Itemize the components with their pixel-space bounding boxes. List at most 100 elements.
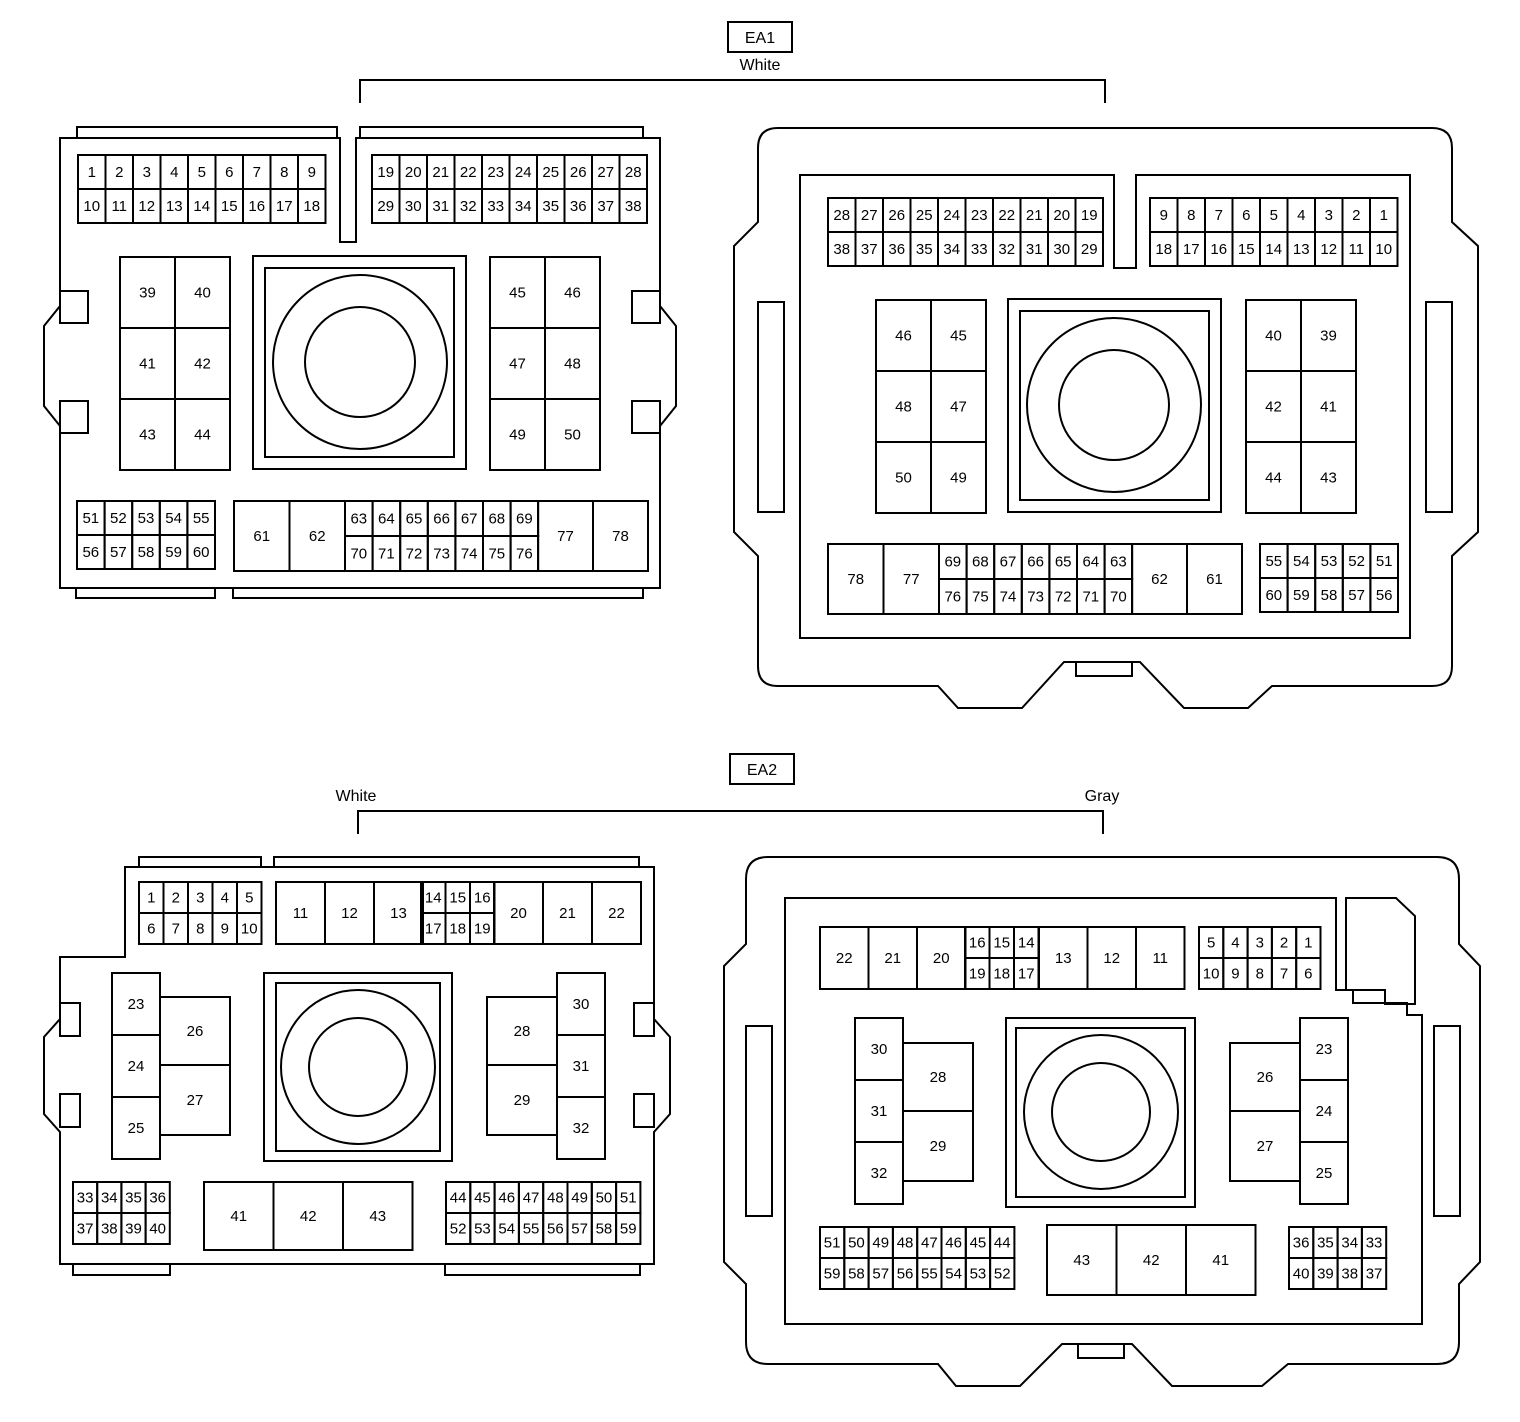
pin-number: 65 <box>1055 554 1072 571</box>
pin-cavity-29: 29 <box>371 188 401 224</box>
pin-number: 4 <box>170 164 178 181</box>
pin-cavity-70: 70 <box>344 535 374 572</box>
pin-cavity-10: 10 <box>1369 231 1399 267</box>
pin-cavity-5: 5 <box>1198 926 1225 959</box>
pin-cavity-27: 27 <box>1229 1110 1301 1182</box>
pin-number: 13 <box>1293 241 1310 258</box>
pin-number: 19 <box>1081 207 1098 224</box>
pin-cavity-54: 54 <box>158 500 189 536</box>
pin-number: 51 <box>620 1190 637 1207</box>
pin-cavity-56: 56 <box>76 534 106 570</box>
ea1-header: EA1 White <box>359 21 1106 103</box>
pin-number: 16 <box>474 890 491 907</box>
pin-number: 23 <box>487 164 504 181</box>
pin-number: 53 <box>474 1221 491 1238</box>
pin-number: 53 <box>138 510 155 527</box>
pin-number: 59 <box>620 1221 637 1238</box>
pin-cavity-57: 57 <box>867 1257 894 1290</box>
pin-cavity-8: 8 <box>269 154 299 190</box>
pin-number: 2 <box>1280 935 1288 952</box>
pin-number: 9 <box>308 164 316 181</box>
pin-cavity-14: 14 <box>1013 926 1040 959</box>
pin-number: 18 <box>449 921 466 938</box>
pin-cavity-68: 68 <box>482 500 512 537</box>
pin-number: 55 <box>1265 553 1282 570</box>
pin-cavity-19: 19 <box>1074 197 1104 233</box>
pin-cavity-22: 22 <box>591 881 642 945</box>
pin-number: 25 <box>1316 1165 1333 1182</box>
pin-number: 46 <box>945 1235 962 1252</box>
pin-number: 34 <box>515 198 532 215</box>
pin-cavity-25: 25 <box>909 197 939 233</box>
pin-cavity-1: 1 <box>1295 926 1322 959</box>
pin-number: 62 <box>1151 571 1168 588</box>
pin-number: 41 <box>1320 399 1337 416</box>
pin-number: 32 <box>460 198 477 215</box>
pin-number: 47 <box>523 1190 540 1207</box>
pin-cavity-50: 50 <box>544 398 601 471</box>
pin-cavity-39: 39 <box>1300 299 1357 372</box>
pin-number: 14 <box>1265 241 1282 258</box>
pin-number: 2 <box>172 890 180 907</box>
pin-cavity-29: 29 <box>1074 231 1104 267</box>
pin-cavity-27: 27 <box>854 197 884 233</box>
pin-cavity-39: 39 <box>119 256 176 329</box>
pin-number: 75 <box>972 589 989 606</box>
pin-number: 68 <box>488 511 505 528</box>
pin-number: 2 <box>1352 207 1360 224</box>
pin-cavity-25: 25 <box>536 154 566 190</box>
pin-cavity-32: 32 <box>854 1141 904 1205</box>
pin-cavity-34: 34 <box>96 1181 123 1214</box>
pin-cavity-30: 30 <box>556 972 606 1036</box>
pin-cavity-43: 43 <box>1046 1224 1118 1296</box>
pin-cavity-78: 78 <box>827 543 885 615</box>
pin-cavity-3: 3 <box>1246 926 1273 959</box>
pin-number: 51 <box>82 510 99 527</box>
pin-cavity-77: 77 <box>882 543 940 615</box>
ea1-right-connector <box>733 127 1479 709</box>
pin-cavity-75: 75 <box>482 535 512 572</box>
pin-number: 11 <box>1348 241 1364 258</box>
pin-cavity-16: 16 <box>964 926 991 959</box>
pin-cavity-57: 57 <box>103 534 134 570</box>
ea1-left-connector <box>43 126 677 599</box>
ea1-label-box <box>727 21 793 53</box>
pin-cavity-4: 4 <box>159 154 189 190</box>
pin-number: 77 <box>557 528 574 545</box>
pin-number: 32 <box>573 1120 590 1137</box>
pin-number: 8 <box>196 921 204 938</box>
pin-number: 61 <box>1206 571 1223 588</box>
pin-cavity-24: 24 <box>937 197 967 233</box>
pin-cavity-16: 16 <box>469 881 496 914</box>
pin-number: 57 <box>1348 587 1365 604</box>
pin-cavity-41: 41 <box>119 327 176 400</box>
pin-cavity-12: 12 <box>1314 231 1344 267</box>
pin-cavity-58: 58 <box>1314 577 1344 613</box>
pin-cavity-45: 45 <box>469 1181 496 1214</box>
pin-number: 42 <box>1265 399 1282 416</box>
pin-number: 54 <box>498 1221 515 1238</box>
pin-number: 63 <box>1110 554 1127 571</box>
pin-cavity-38: 38 <box>1336 1257 1363 1290</box>
pin-cavity-61: 61 <box>1186 543 1243 615</box>
pin-cavity-36: 36 <box>1288 1226 1315 1259</box>
pin-number: 44 <box>194 427 211 444</box>
pin-cavity-53: 53 <box>131 500 161 536</box>
pin-number: 5 <box>245 890 253 907</box>
pin-number: 20 <box>510 905 527 922</box>
pin-number: 21 <box>1026 207 1043 224</box>
pin-number: 56 <box>1376 587 1393 604</box>
pin-cavity-43: 43 <box>1300 441 1357 514</box>
pin-number: 43 <box>1320 470 1337 487</box>
pin-number: 12 <box>138 198 155 215</box>
pin-cavity-30: 30 <box>1047 231 1077 267</box>
pin-number: 46 <box>498 1190 515 1207</box>
pin-number: 29 <box>377 198 394 215</box>
pin-cavity-50: 50 <box>875 441 932 514</box>
pin-cavity-22: 22 <box>992 197 1022 233</box>
pin-cavity-26: 26 <box>1229 1042 1301 1112</box>
pin-cavity-69: 69 <box>509 500 540 537</box>
pin-number: 3 <box>1325 207 1333 224</box>
